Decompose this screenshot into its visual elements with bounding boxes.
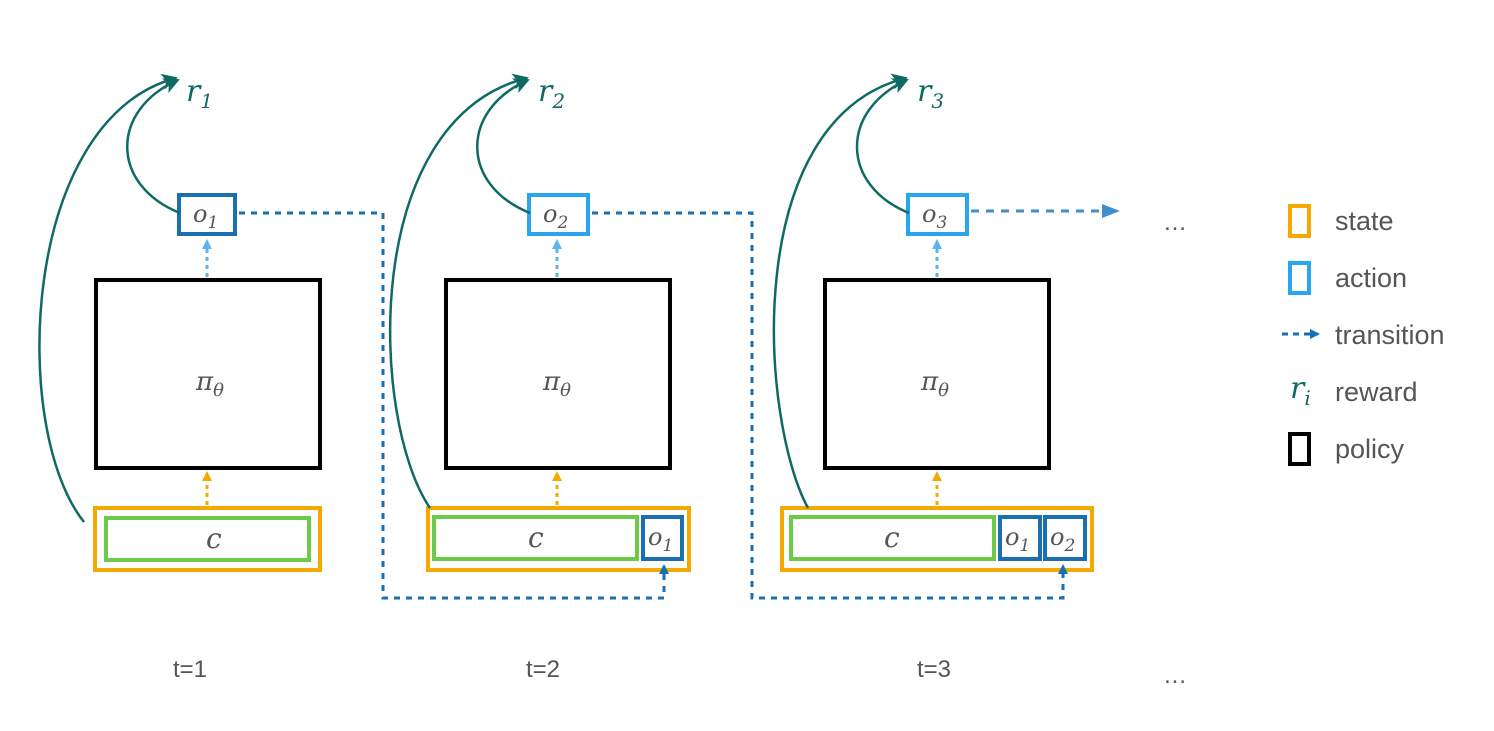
reward-arrow-from-state (38, 73, 178, 523)
action-box (527, 193, 590, 236)
ellipsis-bottom: … (1163, 662, 1187, 689)
context-box (104, 516, 311, 562)
transition-arrow-2-to-3 (592, 211, 1068, 600)
transition-arrow-1-to-2 (239, 211, 669, 600)
history-label-o1: o1 (648, 523, 673, 556)
legend-action-swatch (1288, 261, 1311, 295)
policy-box (94, 278, 322, 470)
reward-arrow-from-action (126, 78, 181, 215)
context-box (432, 515, 639, 561)
reward-label: r2 (538, 74, 565, 113)
reward-label: r3 (917, 74, 944, 113)
history-label-o1: o1 (1005, 523, 1030, 556)
context-box (789, 515, 996, 561)
time-label: t=2 (526, 656, 560, 683)
legend-action-label: action (1335, 263, 1407, 293)
legend: state action transition ri reward policy (1282, 204, 1445, 466)
policy-box (444, 278, 672, 470)
policy-box (823, 278, 1051, 470)
history-label-o2: o2 (1050, 523, 1075, 556)
action-label: o3 (922, 200, 947, 233)
time-label: t=1 (173, 656, 207, 683)
reward-arrow-from-action (476, 78, 531, 215)
legend-reward-label: reward (1335, 377, 1418, 407)
legend-reward-symbol: ri (1290, 371, 1311, 410)
action-label: o1 (193, 200, 218, 233)
policy-label: πθ (542, 367, 571, 401)
context-label: c (206, 522, 222, 555)
policy-label: πθ (195, 367, 224, 401)
step-1: πθ c o1 r1 t=1 (38, 73, 322, 683)
legend-policy-swatch (1288, 432, 1311, 466)
legend-policy-label: policy (1335, 434, 1405, 464)
ellipsis-top: … (1163, 209, 1187, 236)
action-label: o2 (543, 200, 568, 233)
reward-arrow-from-state (388, 73, 529, 509)
state-box (426, 506, 691, 572)
legend-transition-label: transition (1335, 320, 1445, 350)
reward-arrow-from-state (772, 73, 908, 509)
time-label: t=3 (917, 656, 951, 683)
context-label: c (528, 521, 544, 554)
action-box (177, 193, 237, 236)
step-3: πθ c o1 o2 o3 r3 t=3 (772, 73, 1094, 683)
history-box-o1 (641, 515, 684, 561)
state-box (780, 506, 1094, 572)
state-box (93, 506, 322, 572)
context-label: c (884, 521, 900, 554)
legend-state-swatch (1288, 204, 1311, 238)
action-box (906, 193, 969, 236)
policy-label: πθ (920, 367, 949, 401)
reward-arrow-from-action (855, 78, 910, 215)
history-box-o2 (1043, 515, 1087, 561)
legend-state-label: state (1335, 206, 1394, 236)
step-2: πθ c o1 o2 r2 t=2 (388, 73, 691, 683)
history-box-o1 (998, 515, 1042, 561)
reward-label: r1 (186, 74, 213, 113)
